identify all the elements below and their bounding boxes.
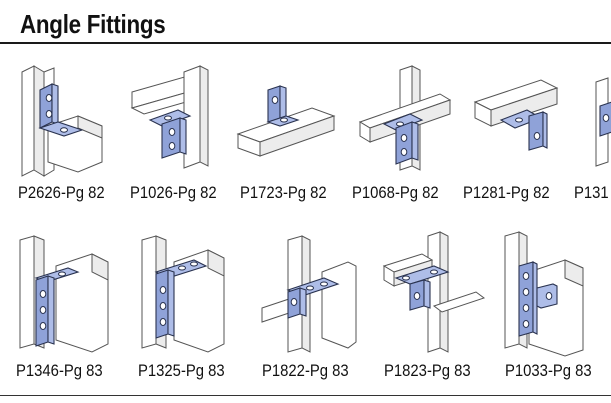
fitting-p1068-illustration [358,65,452,171]
fitting-p1033: P1033-Pg 83 [504,231,611,392]
fitting-p1723: P1723-Pg 82 [236,62,348,212]
fitting-p131-illustration [595,77,611,167]
fitting-p1281: P1281-Pg 82 [461,62,571,212]
fitting-label: P131 [574,184,609,202]
fitting-p1325: P1325-Pg 83 [138,232,250,392]
title-divider [0,42,611,44]
fitting-label: P1823-Pg 83 [384,362,471,380]
fitting-p1823: P1823-Pg 83 [382,231,496,392]
fitting-p1346: P1346-Pg 83 [16,232,126,392]
fitting-p1026-illustration [130,65,209,169]
fitting-p1823-illustration [382,231,486,353]
fitting-label: P1033-Pg 83 [505,362,592,380]
fitting-label: P2626-Pg 82 [18,184,105,202]
fitting-p1822: P1822-Pg 83 [261,232,374,392]
fitting-p1281-illustration [473,79,559,151]
fitting-label: P1346-Pg 83 [16,362,103,380]
bottom-divider [0,395,611,396]
fitting-p1346-illustration [19,235,109,353]
fitting-label: P1026-Pg 82 [130,184,217,202]
fitting-label: P1822-Pg 83 [262,362,349,380]
fitting-p131: P131 [572,62,611,212]
fitting-label: P1281-Pg 82 [463,184,550,202]
fitting-p2626-illustration [21,65,103,177]
fitting-p1033-illustration [504,231,584,357]
page-title: Angle Fittings [20,9,166,39]
fitting-label: P1723-Pg 82 [240,184,327,202]
fitting-p1822-illustration [261,235,357,353]
fitting-p1723-illustration [236,85,336,157]
fitting-label: P1325-Pg 83 [138,362,225,380]
fitting-p1068: P1068-Pg 82 [350,62,460,212]
fitting-label: P1068-Pg 82 [352,184,439,202]
fitting-p2626: P2626-Pg 82 [18,62,128,212]
fitting-p1325-illustration [141,235,225,353]
fitting-p1026: P1026-Pg 82 [128,62,238,212]
